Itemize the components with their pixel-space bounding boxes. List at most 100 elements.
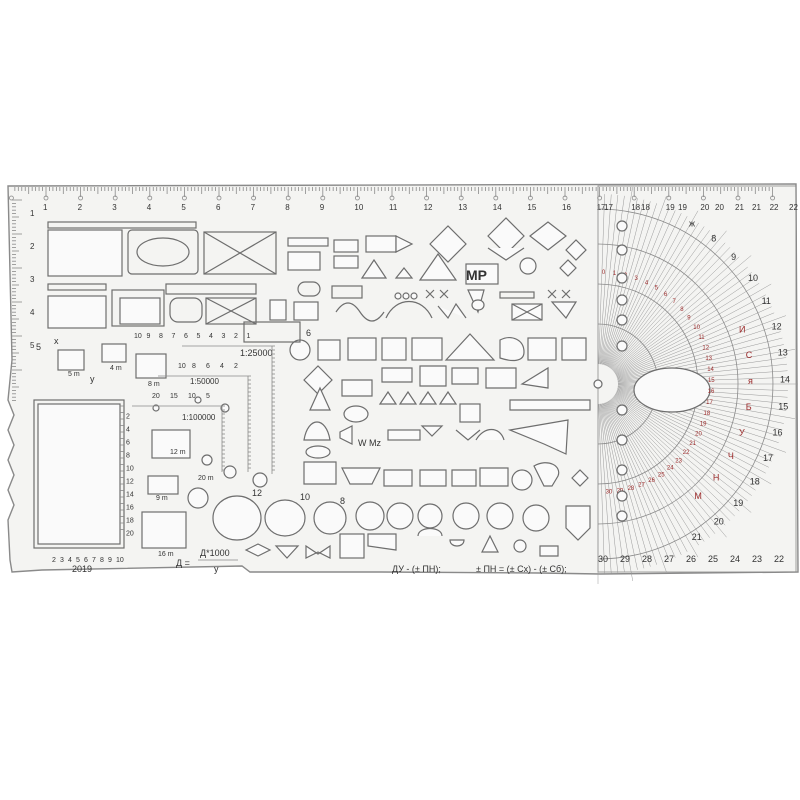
protractor-top-label: 17 [604, 203, 613, 212]
big-rect-scale-label: 16 [126, 505, 134, 512]
protractor-inner-label: 14 [707, 367, 714, 373]
protractor-inner-label: 15 [708, 378, 715, 384]
ruler-top-label: 19 [666, 203, 675, 212]
inner-scale-label: 8 [159, 333, 163, 340]
protractor-top-label: 19 [678, 203, 687, 212]
ruler-top-label: 10 [354, 203, 363, 212]
six-label: 6 [306, 328, 311, 338]
ruler-top-label: 16 [562, 203, 571, 212]
protractor-inner-label: 3 [635, 276, 639, 282]
protractor-inner-label: 21 [689, 441, 696, 447]
protractor-inner-label: 22 [683, 450, 690, 456]
protractor-top-label: 18 [641, 203, 650, 212]
bottom-scale-label: 5 [76, 557, 80, 564]
inner-scale-label: 1 [247, 333, 251, 340]
ruler-left-label: 2 [30, 242, 35, 251]
protractor-inner-label: 0 [602, 270, 606, 276]
ruler-top-label: 14 [493, 203, 502, 212]
ruler-left-label: 1 [30, 209, 35, 218]
protractor-outer-label: 15 [778, 401, 788, 411]
protractor-inner-label: 25 [658, 472, 665, 478]
km-label: 16 m [158, 551, 174, 558]
protractor-inner-label: 30 [606, 490, 613, 496]
protractor-outer-label: 17 [763, 453, 773, 463]
big-rect-scale-label: 18 [126, 518, 134, 525]
ruler-top-label: 1 [43, 203, 48, 212]
protractor-bottom-label: 27 [664, 554, 674, 564]
left-shapes [33, 229, 347, 549]
inner-scale-label: 2 [234, 333, 238, 340]
big-rect-scale-label: 14 [126, 492, 134, 499]
ruler-top-label: 7 [251, 203, 256, 212]
protractor-inner-label: 13 [705, 356, 712, 362]
ten-label: 10 [300, 492, 310, 502]
scale2-label: 10 [178, 363, 186, 370]
protractor-inner-label: 18 [704, 411, 711, 417]
protractor-letter: Н [713, 472, 720, 482]
protractor-inner-label: 24 [667, 466, 674, 472]
inner-scale-label: 7 [172, 333, 176, 340]
protractor-outer-label: 16 [773, 428, 783, 438]
protractor-letter: С [746, 350, 753, 360]
inner-scale-label: 5 [197, 333, 201, 340]
bottom-scale-label: 4 [68, 557, 72, 564]
protractor-bottom-label: 22 [774, 554, 784, 564]
protractor-top-label: 20 [715, 203, 724, 212]
ruler-top-label: 5 [181, 203, 186, 212]
ruler-top-label: 18 [631, 203, 640, 212]
protractor-bottom-label: 23 [752, 554, 762, 564]
protractor-outer-label: 19 [733, 498, 743, 508]
km-label: 5 m [68, 371, 80, 378]
ruler-top-label: 17 [597, 203, 606, 212]
protractor-inner-label: 5 [655, 286, 659, 292]
protractor-outer-label: 13 [778, 348, 788, 358]
protractor-bottom-label: 25 [708, 554, 718, 564]
protractor-inner-label: 4 [645, 280, 649, 286]
scale-25000-label: 1:25000 [240, 348, 273, 358]
wm-label: W Mz [358, 438, 381, 448]
inner-scale-label: 3 [222, 333, 226, 340]
scale3-label: 5 [206, 393, 210, 400]
ruler-left-label: 3 [30, 275, 35, 284]
protractor-inner-label: 10 [693, 325, 700, 331]
formula-1: ДУ - (± ПН); [392, 564, 441, 574]
ruler-top-label: 15 [527, 203, 536, 212]
big-rect-scale-label: 2 [126, 414, 130, 421]
scale2-label: 8 [192, 363, 196, 370]
scale2-label: 4 [220, 363, 224, 370]
ruler-top-label: 12 [424, 203, 433, 212]
twelve-label: 12 [252, 488, 262, 498]
protractor-inner-label: 23 [675, 458, 682, 464]
big-rect-scale-label: 4 [126, 427, 130, 434]
mp-label: МР [466, 267, 487, 283]
ruler-top-label: 4 [147, 203, 152, 212]
protractor-outer-label: 18 [750, 476, 760, 486]
ruler-top-label: 9 [320, 203, 325, 212]
protractor-top-label: 21 [752, 203, 761, 212]
km-label: 20 m [198, 475, 214, 482]
dist-numerator: Д*1000 [200, 548, 230, 558]
protractor-bottom-label: 26 [686, 554, 696, 564]
protractor-inner-label: 8 [680, 307, 684, 313]
ruler-top-label: 8 [285, 203, 290, 212]
five-label: 5 [36, 342, 41, 352]
center-symbols [243, 217, 591, 559]
ruler-top-label: 11 [389, 203, 398, 212]
scale3-label: 15 [170, 393, 178, 400]
ruler-top-label: 13 [458, 203, 467, 212]
ruler-top-label: 2 [78, 203, 83, 212]
scale2-label: 6 [206, 363, 210, 370]
protractor-inner-label: 19 [700, 422, 707, 428]
ruler-top-label: 3 [112, 203, 117, 212]
protractor-outer-label: 14 [780, 374, 790, 384]
km-label: 8 m [148, 381, 160, 388]
scale-100000-label: 1:100000 [182, 413, 216, 422]
protractor-outer-label: 8 [711, 234, 716, 244]
protractor-top-label: 22 [789, 203, 798, 212]
big-rect-scale-label: 8 [126, 453, 130, 460]
bottom-scale-label: 8 [100, 557, 104, 564]
big-rect-scale-label: 6 [126, 440, 130, 447]
eight-label: 8 [340, 496, 345, 506]
